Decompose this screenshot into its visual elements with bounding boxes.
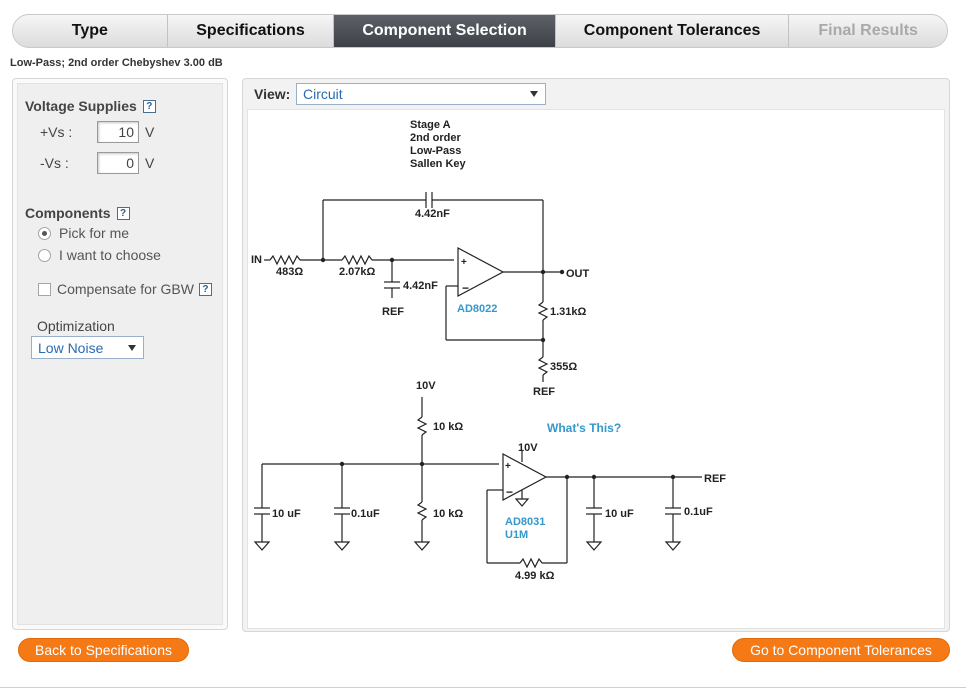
vs-minus-label: -Vs :: [40, 155, 69, 171]
c3-label: 10 uF: [605, 508, 634, 520]
tab-type[interactable]: Type: [13, 15, 168, 47]
radio-button-icon[interactable]: [38, 248, 51, 262]
opamp-minus-sign: −: [506, 485, 513, 499]
vs-minus-unit: V: [145, 155, 155, 171]
go-to-component-tolerances-button[interactable]: Go to Component Tolerances: [732, 638, 950, 662]
tab-component-tolerances[interactable]: Component Tolerances: [556, 15, 790, 47]
ref-label-a: REF: [382, 306, 404, 318]
compensate-gbw-checkbox-row[interactable]: Compensate for GBW ?: [38, 281, 212, 297]
pick-for-me-label: Pick for me: [59, 225, 130, 241]
view-bar: View: Circuit: [243, 79, 949, 109]
help-icon[interactable]: ?: [198, 282, 212, 296]
vs-plus-unit: V: [145, 124, 155, 140]
whats-this-link[interactable]: What's This?: [547, 421, 621, 435]
r-div-top-label: 10 kΩ: [433, 421, 463, 433]
back-to-specifications-button[interactable]: Back to Specifications: [18, 638, 189, 662]
opamp-a-label[interactable]: AD8022: [457, 303, 497, 315]
optimization-label: Optimization: [37, 318, 115, 334]
stage-label-line: Stage A: [410, 119, 451, 131]
r-fb-label: 1.31kΩ: [550, 306, 587, 318]
voltage-supplies-heading: Voltage Supplies ?: [25, 98, 156, 114]
c1-label: 10 uF: [272, 508, 301, 520]
opamp-minus-sign: −: [462, 281, 469, 295]
tab-final-results: Final Results: [818, 22, 918, 39]
components-heading: Components ?: [25, 205, 130, 221]
optimization-select[interactable]: Low Noise: [31, 336, 144, 359]
opamp-b-sub-label: U1M: [505, 529, 528, 541]
vs-plus-row: +Vs : 10 V: [36, 121, 154, 143]
ref-supply-label: 10V: [416, 380, 436, 392]
c2-label: 0.1uF: [351, 508, 380, 520]
view-select-value: Circuit: [303, 86, 343, 102]
in-label: IN: [251, 254, 262, 266]
circuit-diagram: Stage A 2nd order Low-Pass Sallen Key IN…: [247, 109, 945, 629]
r-div-bot-label: 10 kΩ: [433, 508, 463, 520]
tab-specifications[interactable]: Specifications: [168, 15, 335, 47]
i-want-to-choose-label: I want to choose: [59, 247, 161, 263]
ref-out-label: REF: [704, 473, 726, 485]
opamp-plus-sign: +: [505, 461, 511, 472]
opamp-plus-sign: +: [461, 257, 467, 268]
r-in-label: 483Ω: [276, 266, 303, 278]
compensate-gbw-label: Compensate for GBW: [57, 281, 194, 297]
chevron-down-icon: [128, 344, 136, 351]
vs-plus-input[interactable]: 10: [97, 121, 139, 143]
vs-minus-input[interactable]: 0: [97, 152, 139, 174]
voltage-supplies-title: Voltage Supplies: [25, 98, 137, 114]
radio-button-icon[interactable]: [38, 226, 51, 240]
filter-summary: Low-Pass; 2nd order Chebyshev 3.00 dB: [10, 57, 223, 69]
checkbox-icon[interactable]: [38, 282, 51, 296]
wizard-tabs: Type Specifications Component Selection …: [12, 14, 948, 48]
stage-label-line: 2nd order: [410, 132, 461, 144]
r-b-fb-label: 4.99 kΩ: [515, 570, 555, 582]
radio-i-want-to-choose[interactable]: I want to choose: [38, 247, 161, 263]
components-title: Components: [25, 205, 111, 221]
view-label: View:: [254, 86, 291, 102]
help-icon[interactable]: ?: [116, 206, 130, 220]
tab-component-selection[interactable]: Component Selection: [334, 15, 556, 47]
help-icon[interactable]: ?: [142, 99, 156, 113]
circuit-panel: View: Circuit: [242, 78, 950, 632]
r-gnd-label: 355Ω: [550, 361, 577, 373]
vs-plus-label: +Vs :: [40, 124, 73, 140]
opamp-b-supply-label: 10V: [518, 442, 538, 454]
c4-label: 0.1uF: [684, 506, 713, 518]
c-gnd-label: 4.42nF: [403, 280, 438, 292]
chevron-down-icon: [530, 91, 538, 97]
stage-label-line: Sallen Key: [410, 158, 467, 170]
optimization-value: Low Noise: [38, 339, 104, 356]
out-label: OUT: [566, 268, 590, 280]
vs-minus-row: -Vs : 0 V: [36, 152, 154, 174]
ref-label-b: REF: [533, 386, 555, 398]
settings-panel: Voltage Supplies ? +Vs : 10 V -Vs : 0 V …: [12, 78, 228, 630]
radio-pick-for-me[interactable]: Pick for me: [38, 225, 129, 241]
c-fb-label: 4.42nF: [415, 208, 450, 220]
opamp-b-label[interactable]: AD8031: [505, 516, 545, 528]
bottom-divider: [0, 687, 966, 688]
view-select[interactable]: Circuit: [296, 83, 546, 105]
stage-label-line: Low-Pass: [410, 145, 461, 157]
r2-label: 2.07kΩ: [339, 266, 376, 278]
